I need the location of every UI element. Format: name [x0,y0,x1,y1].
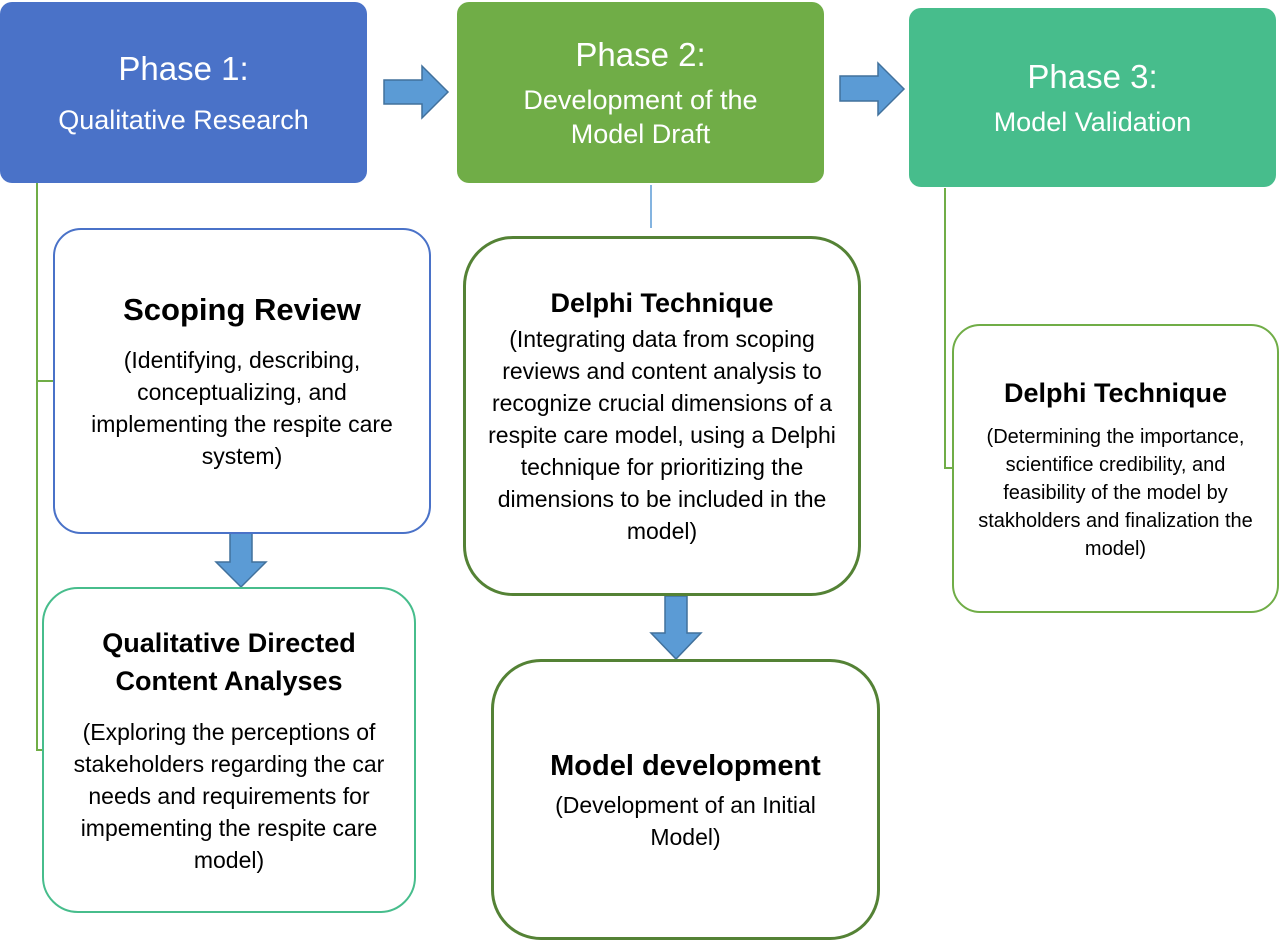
arrow-down-scoping-qdca [214,532,268,589]
phase1-connector-line [36,183,42,751]
qualitative-content-title: Qualitative Directed Content Analyses [102,628,356,696]
delphi-phase2-body: (Integrating data from scoping reviews a… [488,326,836,544]
model-development-box: Model development (Development of an Ini… [491,659,880,940]
delphi-technique-phase3-box: Delphi Technique (Determining the import… [952,324,1279,613]
phase-2-box: Phase 2: Development of the Model Draft [457,2,824,183]
qualitative-content-body: (Exploring the perceptions of stakeholde… [73,719,385,873]
delphi-technique-phase2-box: Delphi Technique (Integrating data from … [463,236,861,596]
scoping-review-box: Scoping Review (Identifying, describing,… [53,228,431,534]
scoping-review-body: (Identifying, describing, conceptualizin… [91,347,393,469]
phase-2-subtitle: Development of the Model Draft [523,84,758,149]
arrow-right-phase2-phase3 [839,61,906,117]
delphi-phase2-title: Delphi Technique [550,288,774,318]
delphi-phase3-title: Delphi Technique [1003,377,1227,408]
phase-1-box: Phase 1: Qualitative Research [0,2,367,183]
arrow-down-delphi-model [649,595,703,661]
phase-3-title: Phase 3: [1027,57,1158,95]
model-development-title: Model development [550,749,821,782]
model-development-body: (Development of an Initial Model) [555,791,816,850]
qualitative-content-box: Qualitative Directed Content Analyses (E… [42,587,416,913]
phase-2-title: Phase 2: [575,35,706,73]
scoping-review-title: Scoping Review [123,292,361,327]
phase-3-box: Phase 3: Model Validation [909,8,1276,187]
phase-1-subtitle: Qualitative Research [58,104,309,135]
phase-1-title: Phase 1: [118,49,249,87]
phase-3-subtitle: Model Validation [993,106,1192,137]
phase3-connector-line [944,188,952,469]
arrow-right-phase1-phase2 [383,64,450,120]
delphi-phase3-body: (Determining the importance, scientifice… [978,425,1253,560]
